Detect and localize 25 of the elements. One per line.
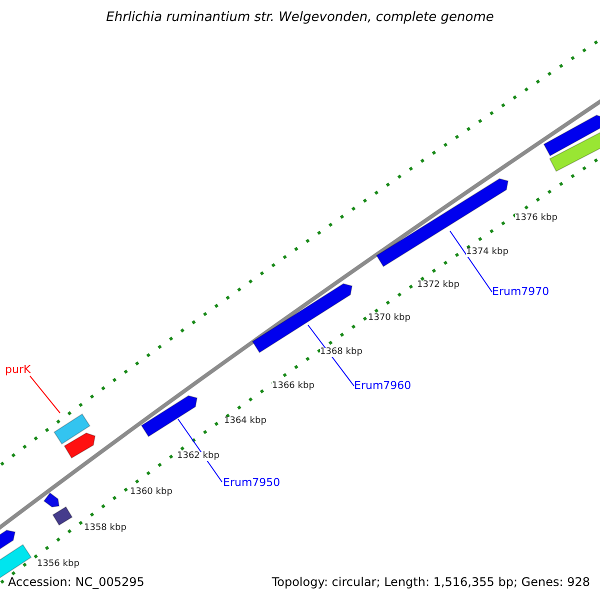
genome-summary: Topology: circular; Length: 1,516,355 bp; Genes: 928 bbox=[272, 576, 590, 588]
gene-feature bbox=[64, 432, 96, 459]
accession-note: Accession: NC_005295 bbox=[8, 576, 144, 588]
gene-feature bbox=[0, 530, 16, 551]
leader-line bbox=[178, 418, 222, 482]
gene-feature bbox=[549, 131, 600, 172]
tick-label: 1360 kbp bbox=[130, 488, 172, 497]
gene-label: Erum7960 bbox=[354, 380, 412, 391]
diagram-title: Ehrlichia ruminantium str. Welgevonden, complete genome bbox=[105, 11, 495, 24]
leader-line bbox=[30, 376, 60, 414]
leader-line bbox=[308, 324, 354, 386]
gene-label: Erum7950 bbox=[223, 477, 280, 488]
gene-feature bbox=[376, 178, 509, 268]
tick-label: 1364 kbp bbox=[224, 417, 266, 426]
tick-label: 1370 kbp bbox=[368, 314, 410, 323]
gene-feature bbox=[140, 395, 198, 438]
leader-line bbox=[450, 230, 492, 292]
tick-label: 1374 kbp bbox=[466, 248, 508, 257]
gene-feature bbox=[54, 413, 90, 445]
gene-feature bbox=[43, 492, 60, 508]
gene-feature bbox=[52, 506, 73, 526]
gene-label: purK bbox=[5, 364, 31, 375]
gene-feature bbox=[543, 114, 600, 156]
gene-label: Erum7970 bbox=[492, 286, 550, 297]
tick-label: 1368 kbp bbox=[320, 348, 362, 357]
